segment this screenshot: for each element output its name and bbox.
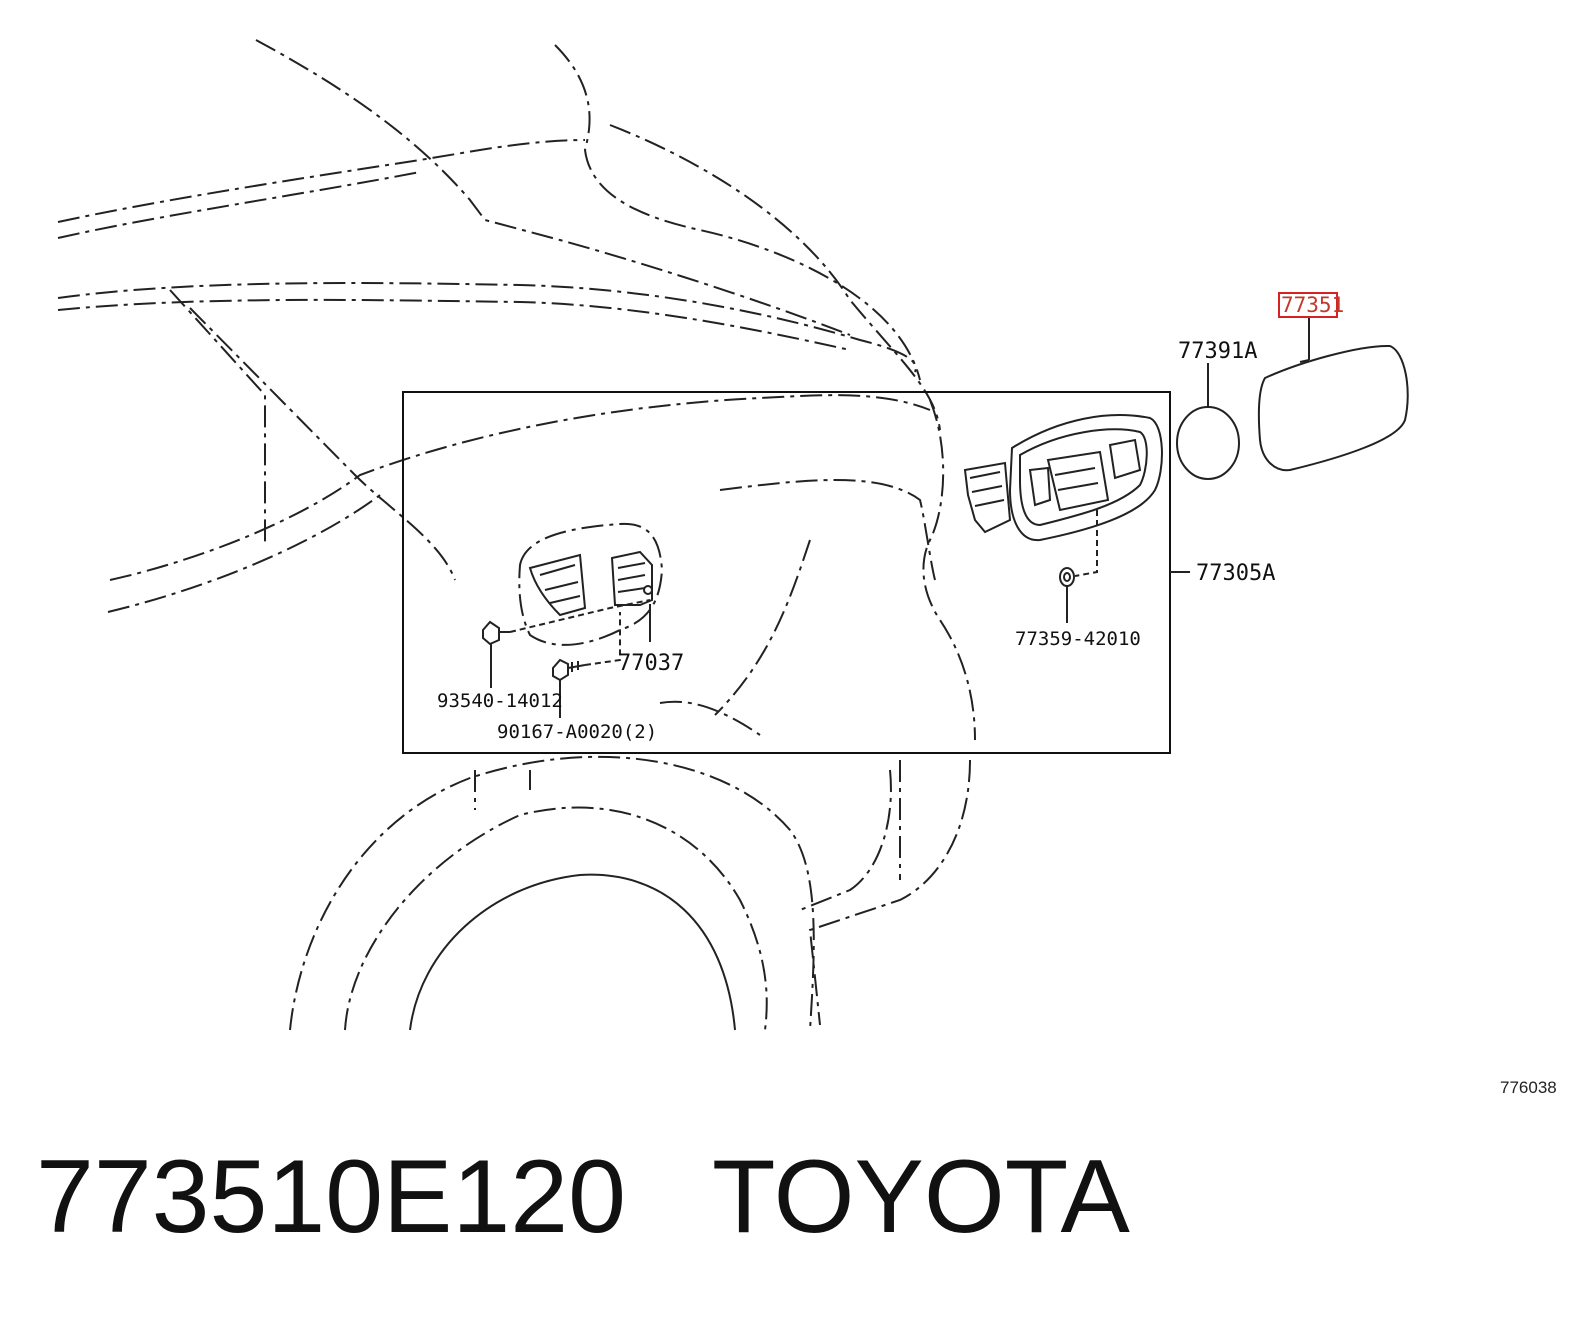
diagram-id: 776038	[1500, 1078, 1557, 1097]
wheel-arch-inner	[344, 806, 768, 1031]
belt-lower-line	[57, 298, 851, 351]
wheel-arch-outer	[289, 755, 815, 1031]
bumper-lower-line	[799, 769, 892, 911]
wheel-arch-tire	[409, 873, 736, 1031]
callout-clip[interactable]: 93540-14012	[437, 690, 563, 712]
screw-part	[552, 612, 621, 682]
callout-fuel-lid[interactable]: 77351	[1281, 293, 1344, 317]
quarter-lower-line	[714, 539, 811, 716]
lower-crease-line	[107, 494, 381, 613]
callout-opener-motor[interactable]: 77037	[618, 651, 684, 676]
quarter-inner-line	[719, 479, 936, 581]
callout-gasket[interactable]: 77391A	[1178, 339, 1257, 364]
caption-brand: TOYOTA	[711, 1139, 1130, 1255]
callout-lid-assembly[interactable]: 77305A	[1196, 561, 1275, 586]
caption-part-number: 773510E120	[36, 1139, 626, 1255]
callout-screw[interactable]: 90167-A0020(2)	[497, 721, 657, 743]
belt-line	[57, 282, 917, 373]
fuel-opener-housing	[518, 522, 664, 646]
rear-pillar-line	[554, 44, 921, 381]
roof-rail-line	[609, 124, 941, 431]
upper-window-inner-line	[57, 171, 421, 239]
fender-curve	[659, 700, 761, 736]
callout-grommet[interactable]: 77359-42010	[1015, 628, 1141, 650]
upper-window-line	[57, 139, 586, 223]
roof-line	[255, 39, 851, 336]
car-body-outline	[57, 39, 976, 1031]
fuel-lid-assembly	[963, 414, 1163, 577]
side-crease-line	[109, 394, 931, 581]
highlight-box	[1278, 292, 1338, 318]
fuel-lid-panel	[1257, 344, 1409, 472]
door-diag-line	[189, 307, 456, 581]
clip-part	[482, 599, 651, 646]
leader-lines	[490, 317, 1310, 718]
door-frame-line	[169, 289, 266, 545]
bumper-line	[808, 759, 971, 1026]
quarter-line	[922, 399, 976, 741]
gasket-ring	[1176, 406, 1240, 480]
grommet-part	[1059, 567, 1075, 587]
caption: 773510E120 TOYOTA	[36, 1139, 1130, 1255]
